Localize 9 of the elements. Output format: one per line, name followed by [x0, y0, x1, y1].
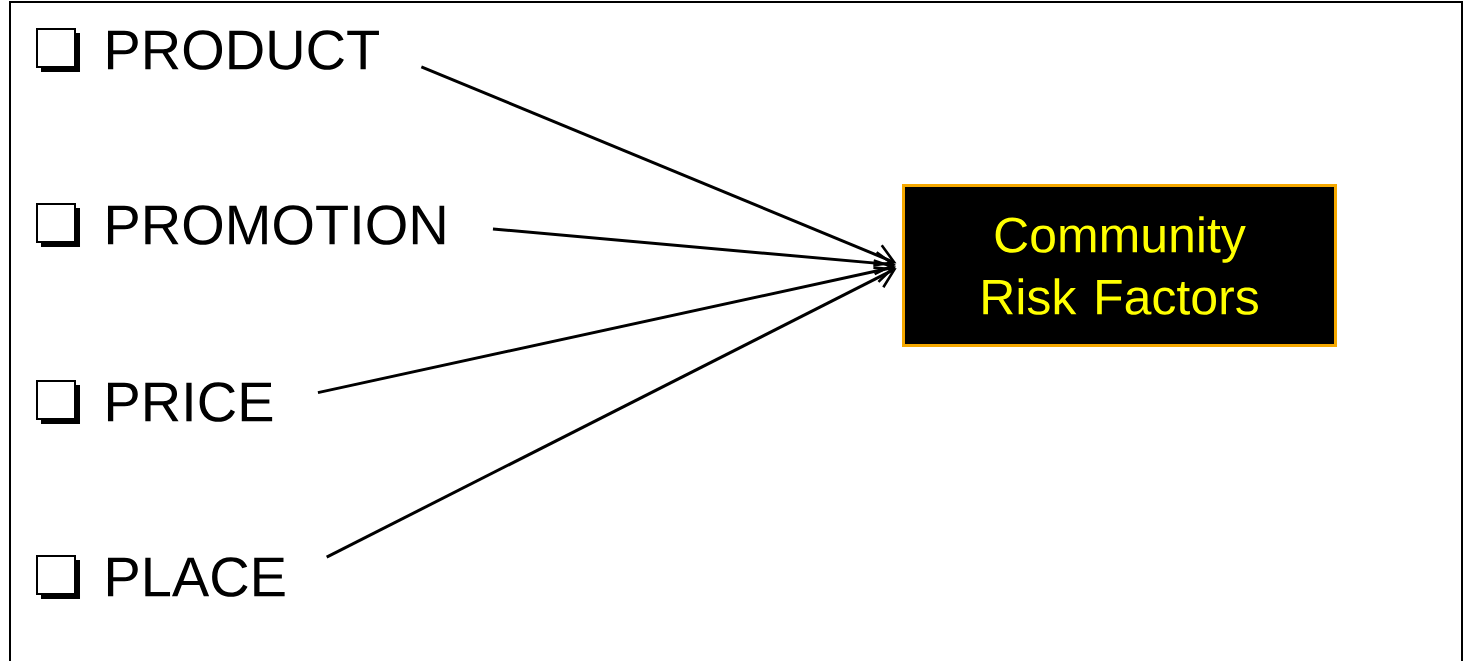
list-item: PRODUCT — [108, 30, 379, 70]
list-item: PRICE — [108, 382, 273, 422]
arrow — [420, 65, 897, 267]
arrow — [492, 227, 897, 276]
list-item: PROMOTION — [108, 205, 445, 245]
arrow — [317, 259, 897, 395]
list-item: PLACE — [108, 557, 285, 597]
arrow — [326, 266, 897, 559]
process-box: Community Risk Factors — [902, 184, 1337, 347]
